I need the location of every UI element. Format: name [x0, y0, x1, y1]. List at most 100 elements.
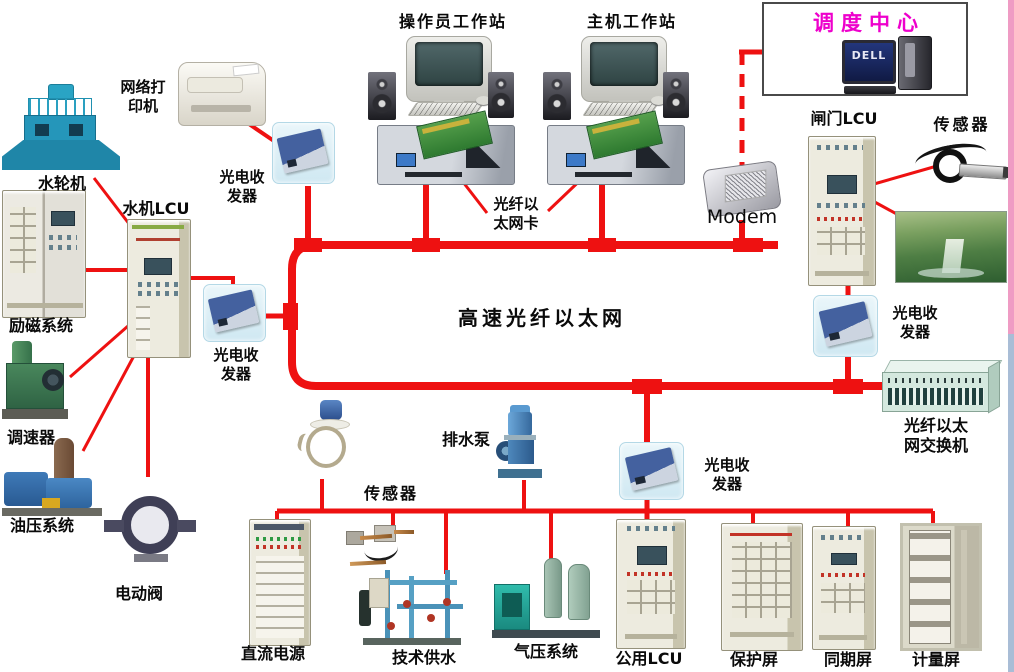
operator-workstation — [366, 34, 516, 122]
bus-tap-nodes — [283, 238, 863, 394]
governor-tank — [12, 341, 32, 367]
dispatch-center-title: 调度中心 — [813, 11, 925, 35]
transceiver-unit — [208, 289, 260, 333]
meter-column — [909, 530, 951, 644]
switch-label: 光纤以太 网交换机 — [903, 416, 968, 456]
transceiver-label-1: 光电收发器 — [219, 168, 265, 206]
air-tank — [568, 564, 590, 620]
gate-lcu-cabinet — [808, 136, 876, 286]
turbine-lcu-cabinet — [127, 219, 191, 358]
transceiver-label-4: 光电收发器 — [892, 304, 938, 342]
valve-ring — [121, 496, 179, 554]
pump-cap — [510, 405, 530, 413]
speaker — [368, 72, 396, 120]
sensor-rod — [394, 530, 414, 534]
governor-flywheel — [42, 369, 64, 391]
oil-system-label: 油压系统 — [9, 516, 74, 535]
switch-led-row — [888, 378, 984, 383]
fiber-ethernet-switch — [881, 360, 1003, 414]
temperature-sensors — [346, 523, 414, 573]
dc-power-label: 直流电源 — [240, 644, 305, 663]
river — [918, 268, 984, 278]
frame-base — [492, 630, 600, 638]
industrial-pc-2 — [547, 110, 685, 185]
motor-valve-label: 电动阀 — [114, 584, 163, 603]
drive-slot — [575, 171, 633, 178]
mouse — [476, 96, 491, 105]
turbine-railing — [28, 98, 92, 116]
printer-slot — [191, 105, 251, 112]
metering-panel-label: 计量屏 — [911, 650, 960, 669]
pump-body — [508, 440, 534, 464]
modem-grille — [724, 169, 766, 203]
excitation-label: 励磁系统 — [8, 316, 73, 335]
transceiver-unit — [624, 447, 678, 491]
speaker — [543, 72, 571, 120]
valve-handle — [387, 622, 395, 630]
tech-water-pipes — [357, 570, 467, 648]
host-workstation-label: 主机工作站 — [586, 12, 677, 31]
oil-base — [2, 508, 102, 516]
compressor-unit — [494, 584, 530, 630]
crt-screen — [414, 42, 484, 86]
governor-label: 调速器 — [6, 428, 55, 447]
excitation-cabinet — [2, 190, 86, 318]
pump-flange — [504, 435, 536, 440]
sensor-bottom-label: 传感器 — [363, 484, 418, 503]
dispatch-center-box: 调度中心 DELL — [762, 2, 968, 96]
sensor-right-label: 传感器 — [933, 115, 991, 134]
turbine-lcu-label: 水机LCU — [122, 199, 190, 218]
dam-photo — [895, 211, 1007, 283]
fiber-card-label: 光纤以 太网卡 — [493, 195, 539, 233]
water-turbine — [2, 84, 120, 172]
dell-tower — [898, 36, 932, 90]
protection-panel-label: 保护屏 — [729, 650, 778, 669]
fiber-transceiver-common-lcu — [619, 442, 684, 500]
switch-port-row — [888, 388, 984, 405]
mouse — [651, 96, 666, 105]
fiber-connector — [395, 152, 417, 167]
protection-panel-cabinet — [721, 523, 803, 651]
drain-pump-label: 排水泵 — [441, 430, 490, 449]
sync-panel-cabinet — [812, 526, 876, 650]
industrial-pc-1 — [377, 110, 515, 185]
switch-side-face — [988, 360, 1000, 414]
common-lcu-label: 公用LCU — [615, 649, 683, 668]
backbone-label: 高速光纤以太网 — [458, 306, 626, 330]
sensor-rod — [349, 560, 387, 566]
common-lcu-cabinet — [616, 519, 686, 649]
sensor-head — [320, 400, 342, 420]
sensor-coil-tube — [306, 426, 346, 468]
turbine-base — [2, 140, 120, 170]
dc-power-cabinet — [249, 519, 311, 646]
valve-base — [134, 554, 168, 562]
slide-edge-blue — [1008, 334, 1014, 672]
valve-trunnion — [104, 520, 124, 532]
pump-dark — [359, 590, 371, 626]
speaker — [488, 72, 514, 118]
metering-panel-cabinet — [900, 523, 982, 651]
pipe — [397, 604, 463, 609]
fiber-transceiver-printer — [272, 122, 335, 184]
printer-lid — [187, 77, 243, 93]
fiber-connector — [565, 152, 587, 167]
pipe — [377, 580, 457, 585]
slide-edge-pink — [1008, 0, 1014, 334]
oil-valve-yellow — [42, 498, 60, 510]
gate-lcu-label: 闸门LCU — [810, 109, 878, 128]
tech-water-label: 技术供水 — [391, 648, 456, 667]
transceiver-unit — [276, 127, 329, 174]
printer-paper — [232, 63, 260, 77]
air-system-label: 气压系统 — [513, 642, 578, 661]
dell-logo: DELL — [851, 49, 887, 62]
drain-pump — [496, 405, 546, 481]
fiber-transceiver-gate-lcu — [813, 295, 878, 357]
host-workstation — [541, 34, 691, 122]
oil-pressure-machine — [2, 438, 104, 518]
frame-rail — [961, 530, 967, 644]
valve-handle — [403, 600, 411, 608]
oil-pump-1 — [4, 472, 48, 506]
modem-label: Modem — [706, 206, 778, 228]
network-printer-label: 网络打 印机 — [120, 78, 166, 116]
